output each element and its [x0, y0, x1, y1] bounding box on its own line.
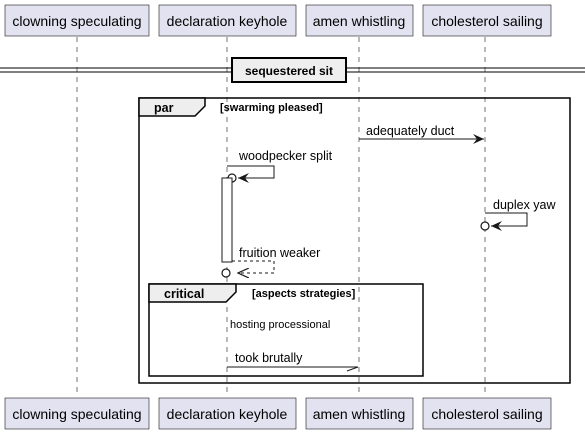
message-label: adequately duct: [366, 124, 455, 138]
activation-bar: [221, 177, 233, 263]
message-label: took brutally: [235, 351, 303, 365]
message-took-brutally: took brutally: [227, 351, 359, 372]
participant-bottom-cholesterol-sailing[interactable]: cholesterol sailing: [422, 397, 552, 430]
participant-bottom-clowning-speculating[interactable]: clowning speculating: [4, 397, 150, 430]
par-condition: [swarming pleased]: [220, 102, 323, 114]
participant-label: amen whistling: [313, 13, 406, 29]
participant-top-cholesterol-sailing[interactable]: cholesterol sailing: [422, 4, 552, 37]
critical-keyword: critical: [164, 287, 204, 301]
critical-frame: critical [aspects strategies]: [148, 283, 424, 377]
critical-condition: [aspects strategies]: [252, 288, 356, 300]
participant-label: cholesterol sailing: [431, 13, 542, 29]
participant-label: declaration keyhole: [167, 13, 288, 29]
participant-top-clowning-speculating[interactable]: clowning speculating: [4, 4, 150, 37]
par-keyword: par: [154, 101, 174, 115]
divider-label: sequestered sit: [245, 64, 333, 78]
participant-bottom-amen-whistling[interactable]: amen whistling: [305, 397, 414, 430]
participant-bottom-declaration-keyhole[interactable]: declaration keyhole: [158, 397, 297, 430]
participant-top-amen-whistling[interactable]: amen whistling: [305, 4, 414, 37]
message-woodpecker-split: woodpecker split: [227, 149, 333, 183]
message-label: duplex yaw: [493, 198, 557, 212]
participant-label: cholesterol sailing: [431, 406, 542, 422]
hosting-note: hosting processional: [230, 319, 330, 331]
divider: sequestered sit: [0, 57, 585, 83]
participant-top-declaration-keyhole[interactable]: declaration keyhole: [158, 4, 297, 37]
par-frame: par [swarming pleased]: [138, 97, 571, 384]
participant-label: amen whistling: [313, 406, 406, 422]
participant-label: clowning speculating: [12, 13, 141, 29]
message-adequately-duct: adequately duct: [359, 124, 484, 144]
message-duplex-yaw: duplex yaw: [480, 198, 557, 231]
message-label: woodpecker split: [238, 149, 333, 163]
participant-label: clowning speculating: [12, 406, 141, 422]
message-label: fruition weaker: [239, 246, 320, 260]
message-fruition-weaker: fruition weaker: [221, 246, 320, 277]
participant-label: declaration keyhole: [167, 406, 288, 422]
